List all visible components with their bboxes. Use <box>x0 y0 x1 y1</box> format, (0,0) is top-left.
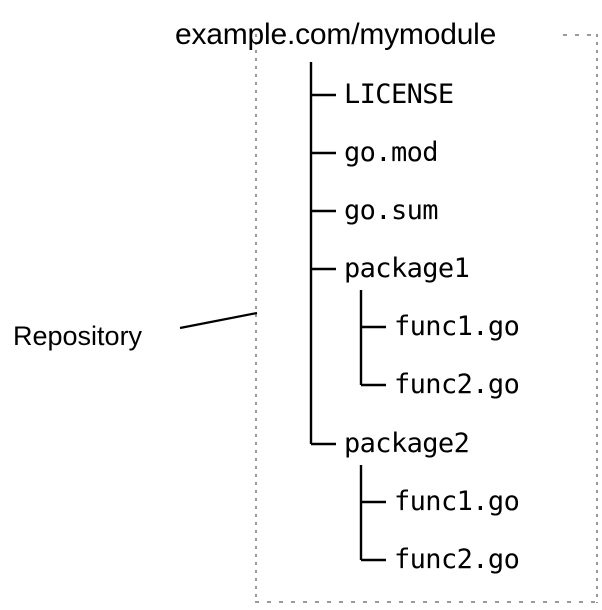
tree-node-package2: package2 <box>344 428 470 459</box>
tree-node-package1-func2: func2.go <box>394 369 520 400</box>
tree-node-license: LICENSE <box>344 79 454 110</box>
tree-node-package1-func1: func1.go <box>394 311 520 342</box>
tree-node-package2-func1: func1.go <box>394 486 520 517</box>
module-path-title: example.com/mymodule <box>175 18 497 51</box>
tree-node-go-mod: go.mod <box>344 137 439 168</box>
tree-node-package2-func2: func2.go <box>394 544 520 575</box>
tree-node-package1: package1 <box>344 253 470 284</box>
tree-node-go-sum: go.sum <box>344 195 439 226</box>
repository-leader-line <box>179 311 258 330</box>
repository-caption: Repository <box>13 321 143 351</box>
